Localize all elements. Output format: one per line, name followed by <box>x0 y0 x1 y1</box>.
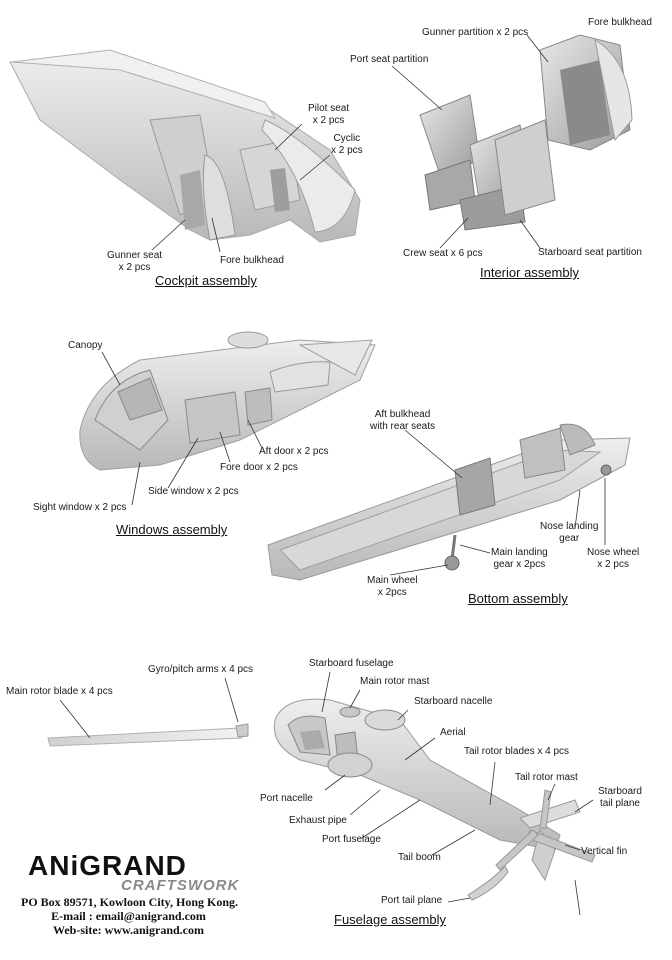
label-port-seat-partition: Port seat partition <box>350 54 429 65</box>
label-starboard-fuselage: Starboard fuselage <box>309 658 394 669</box>
label-starboard-nacelle: Starboard nacelle <box>414 696 493 707</box>
label-pilot-seat-name: Pilot seat <box>308 103 350 114</box>
label-aft-bulkhead: Aft bulkhead with rear seats <box>370 409 435 433</box>
label-tail-rotor-blades: Tail rotor blades x 4 pcs <box>464 746 570 757</box>
label-fore-door: Fore door x 2 pcs <box>220 462 298 473</box>
logo-subtitle: CRAFTSWORK <box>121 877 240 894</box>
label-port-tail-plane: Port tail plane <box>381 895 443 906</box>
label-main-wheel-name: Main wheel <box>367 575 418 586</box>
label-main-wheel: Main wheel x 2pcs <box>367 575 418 599</box>
leader-lines <box>59 34 606 916</box>
label-cyclic-name: Cyclic <box>333 133 361 144</box>
label-nose-landing-gear-line1: Nose landing <box>540 521 599 532</box>
label-gunner-seat-name: Gunner seat <box>107 250 163 261</box>
label-nose-landing-gear: Nose landing gear <box>540 521 598 545</box>
label-gunner-seat: Gunner seat x 2 pcs <box>107 250 162 274</box>
label-main-rotor-blade: Main rotor blade x 4 pcs <box>6 686 113 697</box>
label-aft-door: Aft door x 2 pcs <box>259 446 329 457</box>
label-main-rotor-mast: Main rotor mast <box>360 676 430 687</box>
label-sight-window: Sight window x 2 pcs <box>33 502 127 513</box>
section-title-bottom: Bottom assembly <box>468 591 568 606</box>
label-aerial: Aerial <box>440 727 466 738</box>
label-nose-wheel: Nose wheel x 2 pcs <box>587 547 639 571</box>
label-cockpit-fore-bulkhead: Fore bulkhead <box>220 255 284 266</box>
label-aft-bulkhead-line2: with rear seats <box>370 421 436 432</box>
label-nose-wheel-name: Nose wheel <box>587 547 640 558</box>
interior-assembly-photo <box>419 34 633 231</box>
section-title-interior: Interior assembly <box>480 265 579 280</box>
label-starboard-seat-partition: Starboard seat partition <box>538 247 642 258</box>
logo-wordmark: ANiGRAND <box>28 850 187 881</box>
label-pilot-seat-qty: x 2 pcs <box>312 115 345 126</box>
label-crew-seat: Crew seat x 6 pcs <box>403 248 483 259</box>
contact-website: Web-site: www.anigrand.com <box>53 923 204 937</box>
section-title-cockpit: Cockpit assembly <box>155 273 257 288</box>
fuselage-assembly-photo <box>47 698 596 901</box>
label-main-wheel-qty: x 2pcs <box>377 587 407 598</box>
anigrand-logo: ANiGRAND CRAFTSWORK <box>28 850 258 898</box>
label-starboard-tail-plane-line2: tail plane <box>599 798 640 809</box>
label-nose-landing-gear-line2: gear <box>559 533 580 544</box>
label-nose-wheel-qty: x 2 pcs <box>597 559 629 570</box>
label-main-landing-gear-line1: Main landing <box>491 547 548 558</box>
label-vertical-fin: Vertical fin <box>581 846 628 857</box>
contact-email: E-mail : email@anigrand.com <box>51 909 206 923</box>
contact-block: PO Box 89571, Kowloon City, Hong Kong. E… <box>21 895 239 937</box>
label-tail-rotor-mast: Tail rotor mast <box>515 772 578 783</box>
label-canopy: Canopy <box>68 340 103 351</box>
label-cyclic: Cyclic x 2 pcs <box>331 133 363 157</box>
cockpit-assembly-photo <box>9 49 361 243</box>
label-pilot-seat: Pilot seat x 2 pcs <box>308 103 349 127</box>
windows-assembly-photo <box>79 331 376 471</box>
section-title-windows: Windows assembly <box>116 522 228 537</box>
label-side-window: Side window x 2 pcs <box>148 486 239 497</box>
label-port-fuselage: Port fuselage <box>322 834 381 845</box>
label-main-landing-gear: Main landing gear x 2pcs <box>491 547 548 571</box>
label-gunner-seat-qty: x 2 pcs <box>118 262 151 273</box>
contact-address: PO Box 89571, Kowloon City, Hong Kong. <box>21 895 239 909</box>
label-port-nacelle: Port nacelle <box>260 793 313 804</box>
label-gunner-partition: Gunner partition x 2 pcs <box>422 27 529 38</box>
label-starboard-tail-plane: Starboard tail plane <box>598 786 642 810</box>
label-aft-bulkhead-line1: Aft bulkhead <box>374 409 431 420</box>
label-exhaust-pipe: Exhaust pipe <box>289 815 347 826</box>
bottom-assembly-photo <box>267 423 631 581</box>
label-tail-boom: Tail boom <box>398 852 441 863</box>
section-title-fuselage: Fuselage assembly <box>334 912 446 927</box>
label-gyro-pitch-arms: Gyro/pitch arms x 4 pcs <box>148 664 254 675</box>
label-starboard-tail-plane-line1: Starboard <box>598 786 642 797</box>
label-main-landing-gear-line2: gear x 2pcs <box>493 559 546 570</box>
label-cyclic-qty: x 2 pcs <box>331 145 363 156</box>
label-interior-fore-bulkhead: Fore bulkhead <box>588 17 652 28</box>
